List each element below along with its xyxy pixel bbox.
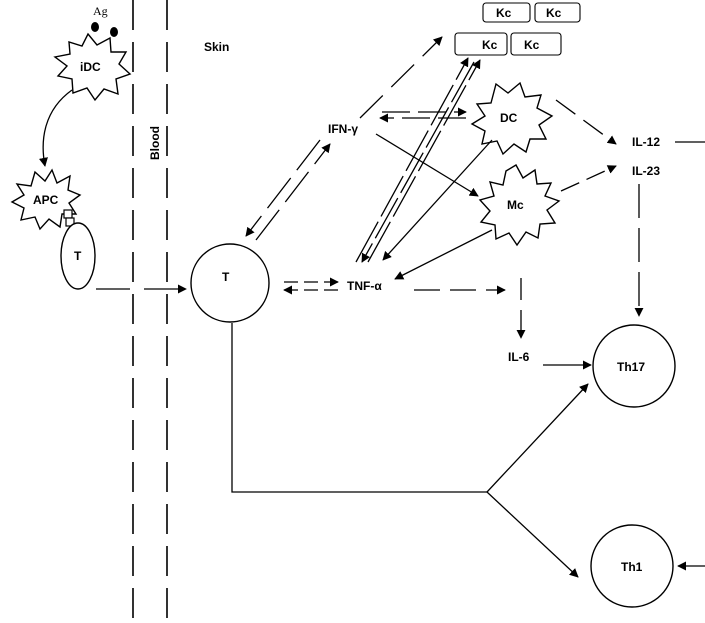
keratinocyte-box bbox=[455, 33, 507, 55]
arrow-branch-to-th1 bbox=[487, 492, 578, 577]
keratinocyte-label: Kc bbox=[524, 38, 540, 52]
keratinocyte-label: Kc bbox=[496, 6, 512, 20]
idc-cell: iDC bbox=[55, 34, 130, 100]
arrow-t-to-ifn bbox=[256, 144, 330, 240]
il23-label: IL-23 bbox=[632, 164, 660, 178]
keratinocyte-group: Kc Kc Kc Kc bbox=[455, 3, 580, 55]
arrow-dc-to-tnf bbox=[383, 140, 492, 260]
antigen-dot bbox=[91, 22, 99, 32]
keratinocyte-label: Kc bbox=[482, 38, 498, 52]
idc-label: iDC bbox=[80, 60, 101, 74]
t-cell-large-body bbox=[191, 244, 269, 322]
th1-cell: Th1 bbox=[591, 525, 673, 607]
dc-label: DC bbox=[500, 111, 518, 125]
skin-label: Skin bbox=[204, 40, 229, 54]
arrow-tnf-to-kc-2 bbox=[368, 60, 480, 262]
receptor-box bbox=[64, 210, 72, 218]
arrow-ifn-to-t bbox=[246, 140, 320, 236]
arrow-tnf-to-kc bbox=[356, 58, 468, 262]
t-cell-small: T bbox=[61, 223, 95, 289]
arrow-dc-to-il12 bbox=[556, 100, 616, 144]
il12-label: IL-12 bbox=[632, 135, 660, 149]
arrow-idc-to-apc bbox=[43, 90, 72, 166]
arrow-ifn-to-mc bbox=[376, 134, 478, 196]
mc-label: Mc bbox=[507, 198, 524, 212]
path-t-to-branch bbox=[232, 323, 487, 492]
dc-cell: DC bbox=[472, 83, 552, 154]
th1-label: Th1 bbox=[621, 560, 643, 574]
t-cell-small-label: T bbox=[74, 249, 82, 263]
th17-label: Th17 bbox=[617, 360, 645, 374]
arrow-mc-to-tnf bbox=[395, 230, 492, 279]
arrow-branch-to-th17 bbox=[487, 384, 588, 492]
il6-label: IL-6 bbox=[508, 350, 530, 364]
ifn-gamma-label: IFN-γ bbox=[328, 122, 358, 136]
arrow-kc-to-tnf bbox=[362, 62, 474, 262]
antigen-label: Ag bbox=[93, 4, 108, 18]
antigen-dot bbox=[110, 27, 118, 37]
t-cell-large-label: T bbox=[222, 270, 230, 284]
blood-vessel-boundaries bbox=[133, 0, 167, 620]
keratinocyte-label: Kc bbox=[546, 6, 562, 20]
tnf-alpha-label: TNF-α bbox=[347, 279, 382, 293]
blood-label: Blood bbox=[148, 126, 162, 160]
arrow-ifn-to-kc bbox=[360, 37, 442, 118]
receptor-connector bbox=[64, 210, 74, 226]
th17-cell: Th17 bbox=[593, 325, 675, 407]
t-cell-large: T bbox=[191, 244, 269, 322]
mc-cell: Mc bbox=[480, 165, 559, 245]
apc-label: APC bbox=[33, 193, 59, 207]
arrow-mc-to-il23 bbox=[561, 166, 616, 191]
